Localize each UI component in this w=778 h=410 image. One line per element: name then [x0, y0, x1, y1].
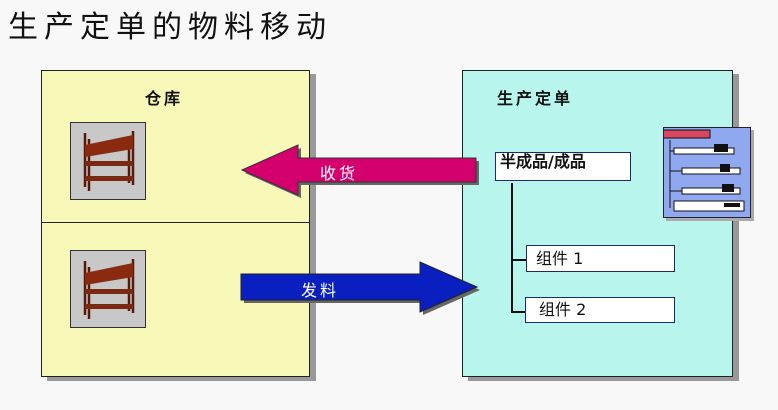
screen-thumbnail-icon — [659, 127, 751, 218]
shelf-icon — [70, 250, 146, 328]
receipt-arrow — [240, 144, 477, 196]
component-box: 组件 1 — [526, 245, 675, 272]
component-box: 组件 2 — [525, 297, 675, 323]
issue-label: 发料 — [301, 281, 340, 300]
slide-title: 生产定单的物料移动 — [8, 10, 332, 45]
tree-line — [511, 183, 513, 312]
tree-branch — [511, 259, 526, 261]
production-order-panel — [462, 70, 733, 377]
product-box: 半成品/成品 — [495, 152, 631, 181]
shelf-icon — [70, 122, 146, 200]
production-order-label: 生产定单 — [497, 89, 574, 108]
tree-branch — [511, 311, 526, 313]
warehouse-label: 仓库 — [145, 89, 184, 108]
receipt-label: 收货 — [320, 164, 359, 183]
warehouse-divider — [41, 222, 309, 223]
issue-arrow — [240, 261, 479, 313]
